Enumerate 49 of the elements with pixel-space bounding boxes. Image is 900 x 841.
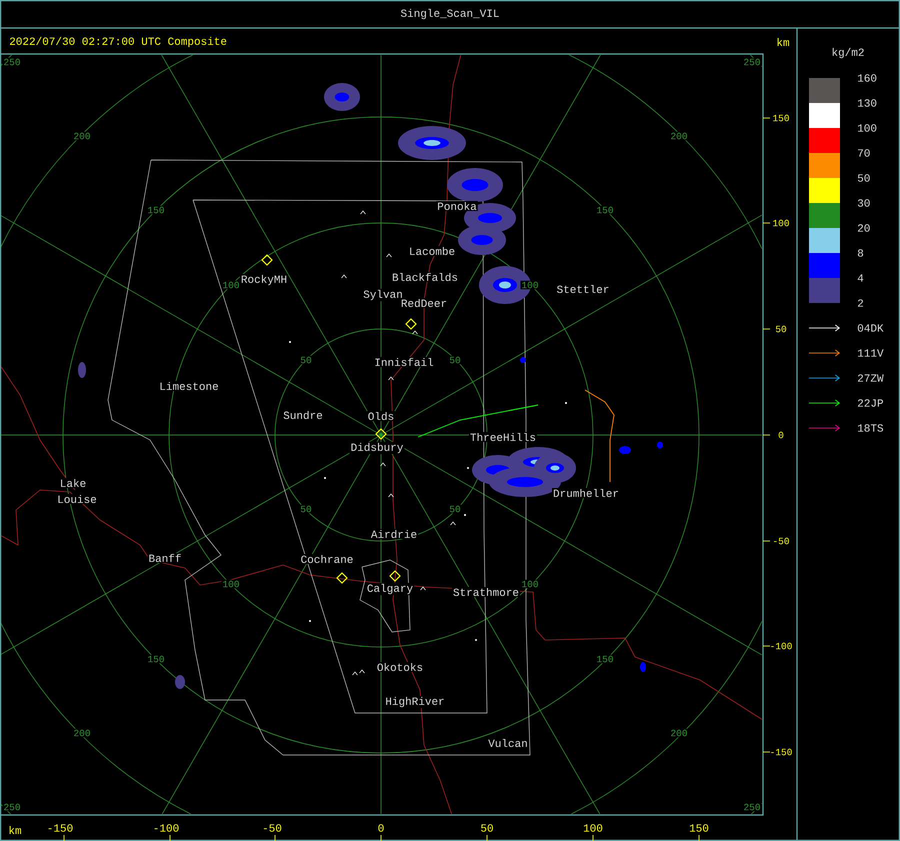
scale-value: 20 <box>858 224 870 232</box>
scale-value: 30 <box>858 199 870 207</box>
place-label: ThreeHills <box>469 432 537 442</box>
scale-value: 4 <box>858 274 864 282</box>
tick-label: -150 <box>48 824 73 832</box>
legend-label: 04DK <box>858 324 884 332</box>
scale-value: 100 <box>858 124 876 132</box>
place-label: Cochrane <box>300 554 354 564</box>
tick-label: 50 <box>481 824 493 832</box>
place-label: Banff <box>148 552 182 564</box>
tick-label: 0 <box>778 432 784 438</box>
title: Single_Scan_VIL <box>400 8 499 20</box>
place-label: Blackfalds <box>391 272 459 282</box>
tick-label: 100 <box>584 824 602 832</box>
place-label: RockyMH <box>240 274 288 286</box>
tick-label: -150 <box>771 748 792 756</box>
place-label: Calgary <box>366 582 414 596</box>
unit-label: kg/m2 <box>832 48 864 58</box>
tick-label: 100 <box>773 220 789 226</box>
timestamp: 2022/07/30 02:27:00 UTC Composite <box>10 36 226 48</box>
unit-label: km <box>778 38 790 46</box>
legend-label: 22JP <box>858 399 883 407</box>
tick-label: 50 <box>776 326 786 332</box>
place-label: Sundre <box>282 410 324 420</box>
tick-label: 0 <box>378 824 384 832</box>
place-label: Louise <box>56 494 98 504</box>
scale-value: 160 <box>858 74 876 82</box>
place-label: Didsbury <box>350 442 404 454</box>
legend-label: 27ZW <box>858 374 884 382</box>
tick-label: 150 <box>690 824 708 832</box>
scale-value: 70 <box>858 149 870 157</box>
unit-label: km <box>10 826 22 834</box>
place-label: Vulcan <box>487 738 529 748</box>
tick-label: -50 <box>264 824 282 832</box>
place-label: Stettler <box>556 284 610 294</box>
place-label: HighRiver <box>384 696 446 708</box>
place-label: Strathmore <box>452 586 520 598</box>
scale-value: 130 <box>858 99 876 107</box>
place-label: Ponoka <box>436 200 478 212</box>
legend-label: 18TS <box>858 424 884 432</box>
tick-label: -50 <box>774 538 789 544</box>
scale-value: 50 <box>858 174 870 182</box>
scale-value: 2 <box>858 299 864 307</box>
tick-label: -100 <box>154 824 179 832</box>
tick-label: -100 <box>771 642 792 650</box>
place-label: Drumheller <box>552 488 620 498</box>
legend-label: 111V <box>858 349 884 357</box>
scale-value: 8 <box>858 249 864 257</box>
tick-label: 150 <box>773 114 789 122</box>
